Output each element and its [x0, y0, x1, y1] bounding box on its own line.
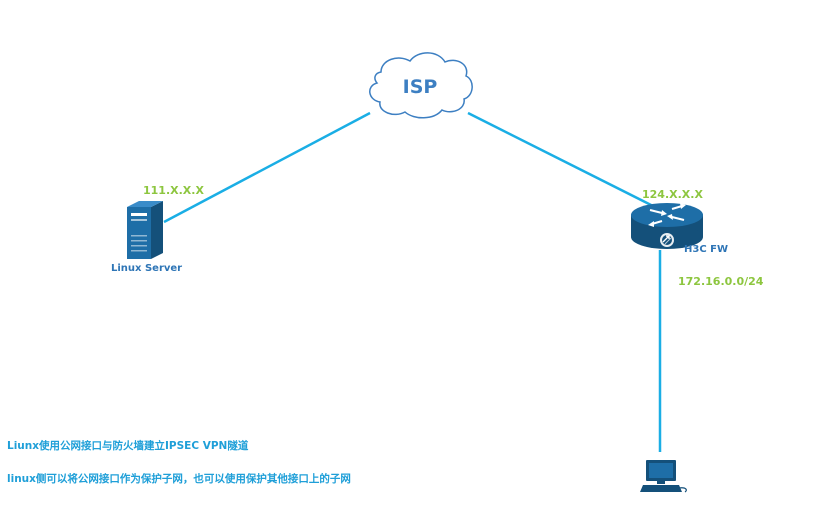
- firewall-label: H3C FW: [684, 244, 729, 255]
- linux-server-label: Linux Server: [111, 263, 183, 274]
- workstation-icon: [640, 460, 687, 493]
- note-line-2: linux侧可以将公网接口作为保护子网，也可以使用保护其他接口上的子网: [7, 473, 351, 485]
- note-line-1: Liunx使用公网接口与防火墙建立IPSEC VPN隧道: [7, 440, 249, 452]
- linux-server-ip: 111.X.X.X: [143, 184, 204, 197]
- link-isp-firewall: [467, 111, 656, 209]
- cloud-icon: [369, 52, 473, 119]
- firewall-subnet: 172.16.0.0/24: [678, 275, 764, 288]
- firewall-ip: 124.X.X.X: [642, 188, 703, 201]
- server-icon: [127, 201, 163, 259]
- isp-label: ISP: [402, 76, 438, 98]
- link-isp-linux: [163, 111, 371, 224]
- router-icon: [631, 203, 703, 249]
